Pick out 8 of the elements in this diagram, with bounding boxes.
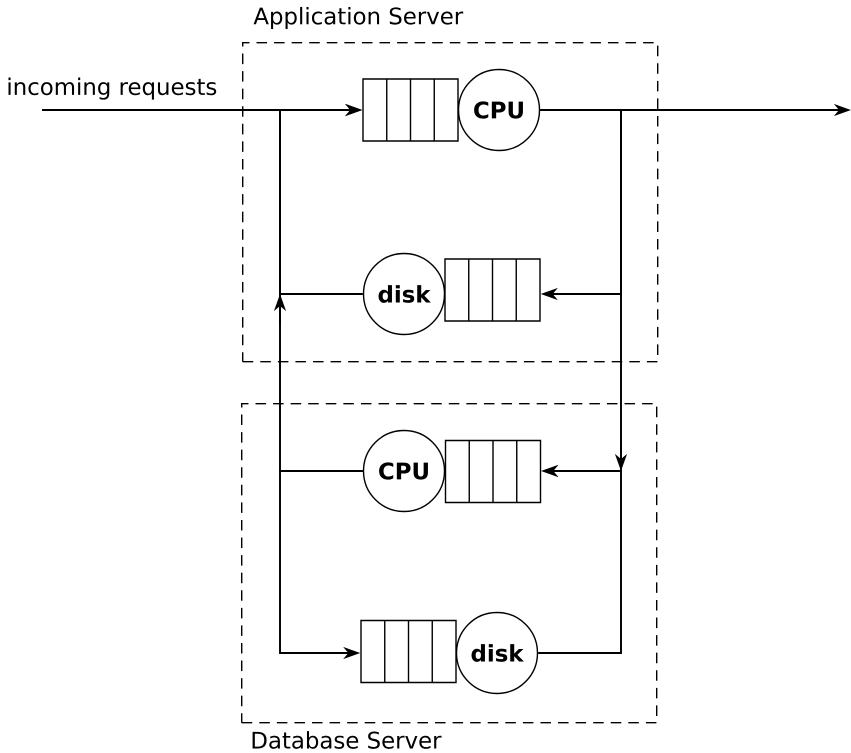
queue — [444, 440, 542, 504]
queue — [360, 620, 457, 684]
queue — [362, 78, 459, 142]
group-title: Application Server — [254, 6, 464, 30]
group-title: Database Server — [252, 731, 442, 749]
queue — [444, 258, 541, 322]
arrow — [274, 104, 363, 472]
edge-label: incoming requests — [8, 78, 216, 100]
